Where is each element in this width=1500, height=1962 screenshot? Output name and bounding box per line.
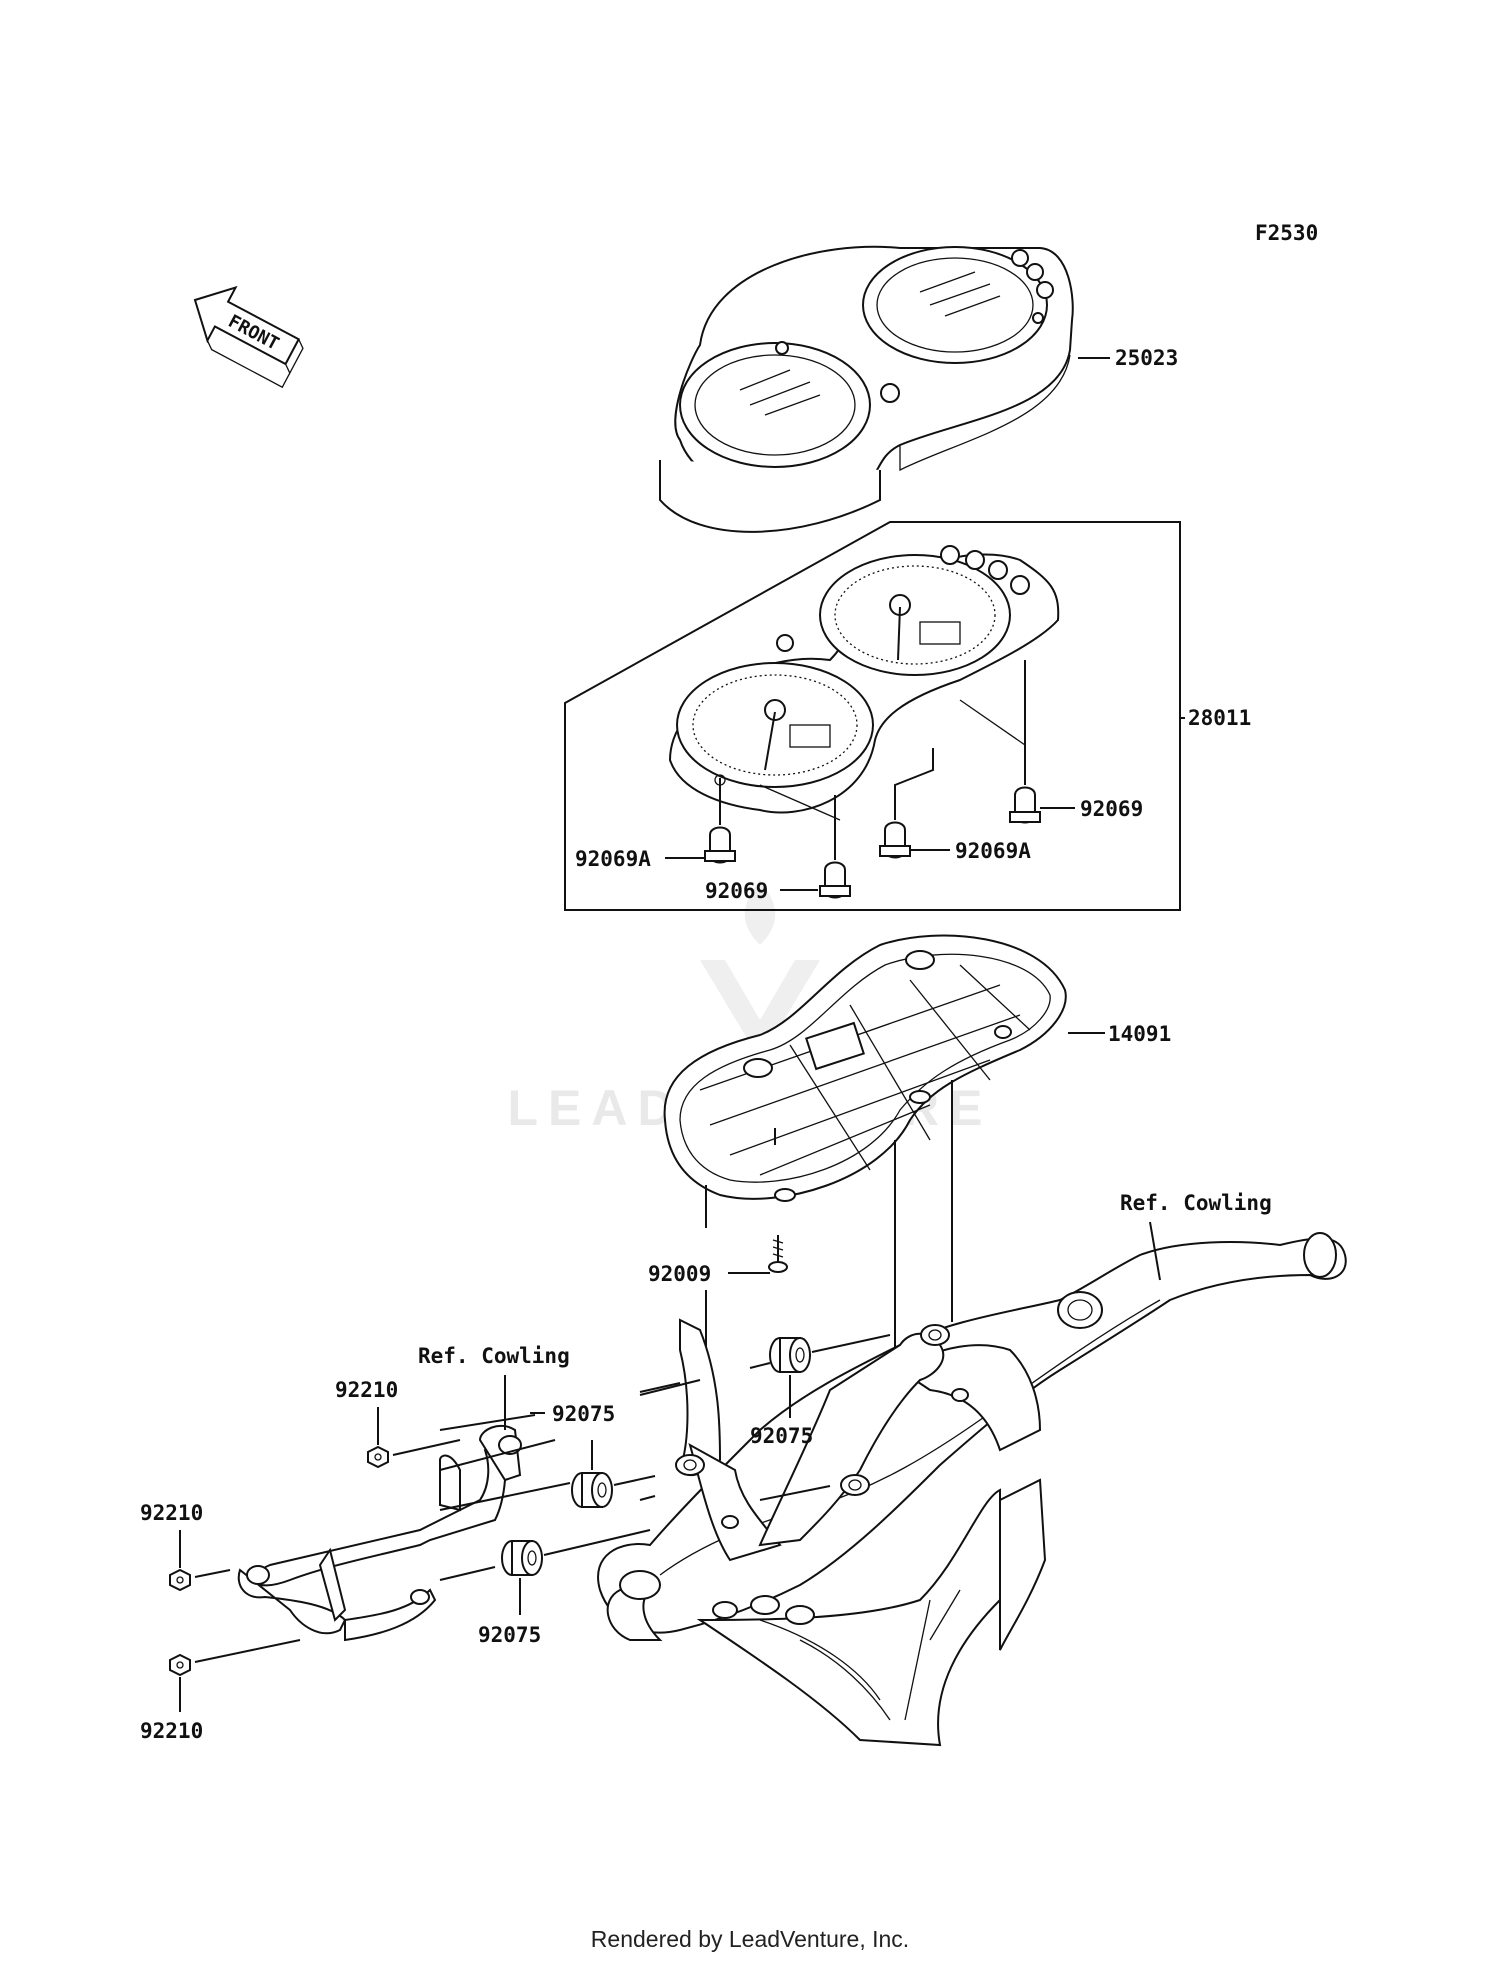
meter-cover-25023	[659, 245, 1074, 533]
meter-case-14091	[663, 934, 1067, 1202]
callout-92009: 92009	[648, 1262, 711, 1286]
callout-25023: 25023	[1115, 346, 1178, 370]
ref-cowling-left: Ref. Cowling	[418, 1344, 570, 1368]
callout-92069a-left: 92069A	[575, 847, 651, 871]
front-arrow-icon: FRONT	[193, 285, 304, 389]
callout-92069-right: 92069	[1080, 797, 1143, 821]
ref-cowling-right: Ref. Cowling	[1120, 1191, 1272, 1215]
callout-28011: 28011	[1188, 706, 1251, 730]
callout-92075-mid: 92075	[552, 1402, 615, 1426]
callout-92075-right: 92075	[750, 1424, 813, 1448]
callout-14091: 14091	[1108, 1022, 1171, 1046]
callout-92069a-right: 92069A	[955, 839, 1031, 863]
nut-92210-mid	[169, 1568, 191, 1592]
callout-92210-mid: 92210	[140, 1501, 203, 1525]
grommet-92075-right	[769, 1337, 811, 1373]
nut-92210-top	[367, 1445, 389, 1469]
nut-92210-bottom	[169, 1653, 191, 1677]
meter-assembly-28011	[668, 545, 1060, 821]
assembly-box-28011	[564, 521, 1181, 911]
callout-92069-bottom: 92069	[705, 879, 768, 903]
footer-credit: Rendered by LeadVenture, Inc.	[590, 1926, 910, 1952]
grommet-92075-bottom	[501, 1540, 543, 1576]
callout-92075-bottom: 92075	[478, 1623, 541, 1647]
cowling-stay-frame	[597, 1232, 1347, 1747]
bulb-92069-bottom	[819, 861, 851, 899]
bulb-92069a-left	[704, 826, 736, 864]
screw-92009	[768, 1235, 788, 1273]
callout-92210-top: 92210	[335, 1378, 398, 1402]
callout-92210-bottom: 92210	[140, 1719, 203, 1743]
leader-ref-cowling-right	[1149, 1221, 1161, 1281]
bulb-92069-right	[1009, 786, 1041, 824]
grommet-92075-mid	[571, 1472, 613, 1508]
diagram-code: F2530	[1255, 221, 1318, 245]
bulb-92069a-right	[879, 821, 911, 859]
leader-bulb-mid	[894, 748, 934, 820]
